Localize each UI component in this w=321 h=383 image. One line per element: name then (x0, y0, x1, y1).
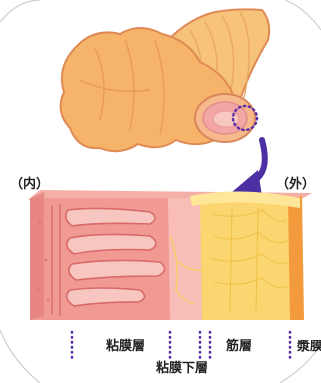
background-arc-top-right (285, 0, 321, 30)
inner-direction-label: （内） (10, 178, 49, 191)
intestine-illustration (61, 9, 270, 151)
zoom-arrow (232, 140, 265, 196)
submucosa-label: 粘膜下層 (156, 362, 208, 375)
wall-cross-section (28, 190, 312, 320)
background-arc-bottom-left (0, 330, 40, 383)
background-arc-top-left (0, 0, 40, 22)
mucosa-label: 粘膜層 (106, 340, 145, 353)
outer-direction-label: （外） (276, 178, 315, 191)
muscle-layer-label: 筋層 (226, 340, 252, 353)
layer-boundary-markers (72, 332, 290, 358)
serosa-label: 漿膜 (297, 340, 321, 353)
